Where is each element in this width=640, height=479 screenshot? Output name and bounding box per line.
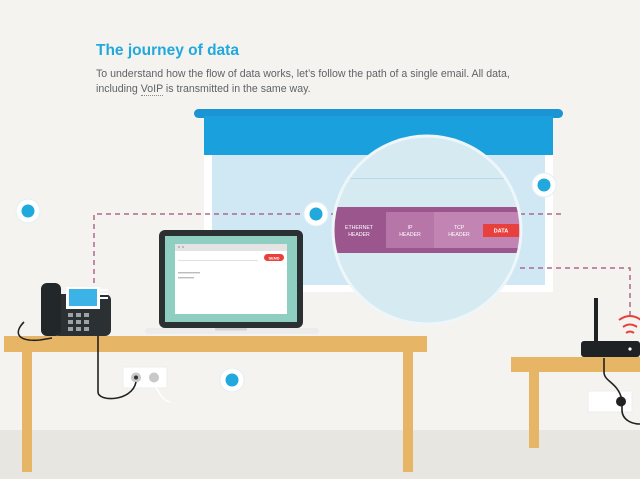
laptop-power-cable — [153, 383, 171, 403]
hotspot-screen-info-dot-icon[interactable] — [303, 201, 329, 227]
phone-keypad — [68, 313, 89, 331]
desk-left — [4, 336, 427, 472]
packet-label-ip: IP — [408, 225, 413, 231]
packet-data-segment — [483, 224, 519, 237]
desk-right-leg — [529, 372, 539, 448]
laptop: SEND — [145, 230, 319, 334]
phone-handset — [41, 283, 61, 336]
desk-left-leg-2 — [403, 352, 413, 472]
screen-roller — [194, 109, 563, 118]
router-antenna — [594, 298, 598, 344]
email-titlebar — [175, 244, 287, 251]
desk-left-leg-1 — [22, 352, 32, 472]
power-socket-icon — [122, 366, 168, 389]
wifi-router-icon — [581, 298, 640, 357]
data-path-router — [520, 267, 631, 316]
page-title: The journey of data — [96, 42, 239, 59]
hotspot-right-info-dot-icon[interactable] — [531, 172, 557, 198]
voip-link[interactable]: VoIP — [140, 83, 163, 96]
floor — [0, 430, 640, 479]
send-button[interactable] — [264, 254, 284, 261]
phone-cord — [17, 321, 53, 342]
packet-ip-tab — [386, 212, 434, 248]
packet-label-data: DATA — [494, 229, 509, 235]
hotspot-left-info-dot-icon[interactable] — [15, 198, 41, 224]
intro-text-after: is transmitted in the same way. — [162, 83, 311, 95]
magnifier: ETHERNET HEADER IP HEADER TCP HEADER DAT… — [331, 134, 523, 326]
magnifier-rim — [331, 134, 523, 326]
phone-display — [69, 289, 97, 306]
laptop-notch — [215, 328, 247, 331]
router-body — [581, 341, 640, 357]
packet-label-tcp: TCP — [454, 225, 465, 231]
laptop-base — [145, 328, 319, 334]
send-button-label: SEND — [268, 255, 279, 260]
packet-label-ethernet-2: HEADER — [348, 232, 370, 238]
intro-text-before: To understand how the flow of data works… — [96, 68, 510, 95]
packet-label-ethernet: ETHERNET — [345, 225, 374, 231]
packet-label-tcp-2: HEADER — [448, 232, 470, 238]
phone-power-cable — [97, 336, 137, 400]
desk-phone-icon — [41, 283, 111, 336]
router-signal — [618, 315, 640, 321]
desk-right-top — [511, 357, 640, 372]
hotspot-floor-info-dot-icon[interactable] — [219, 367, 245, 393]
power-socket-icon — [587, 390, 633, 413]
packet-label-ip-2: HEADER — [399, 232, 421, 238]
desk-right — [511, 357, 640, 448]
desk-left-top — [4, 336, 427, 352]
router-cable — [603, 358, 640, 425]
intro-text: To understand how the flow of data works… — [96, 67, 516, 97]
